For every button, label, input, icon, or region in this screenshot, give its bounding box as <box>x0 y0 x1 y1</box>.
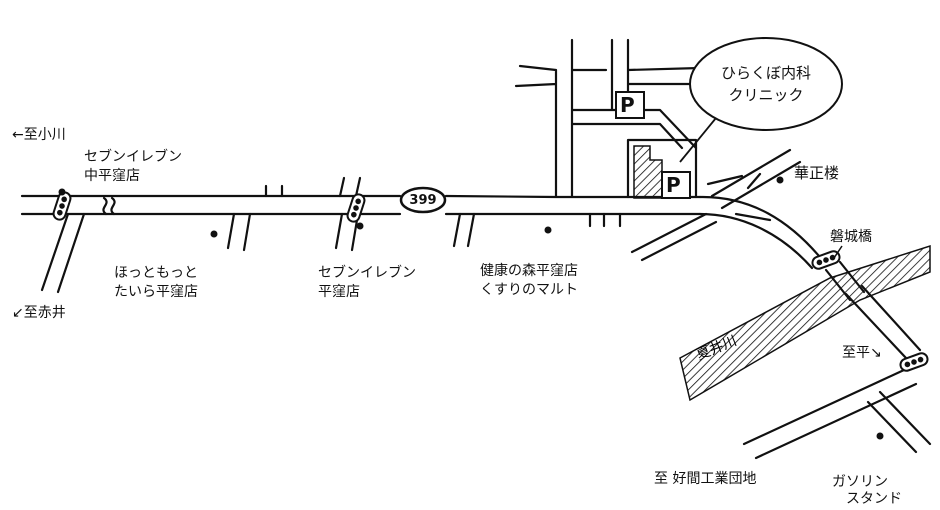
label-seven-nakahirakubo-line1: セブンイレブン <box>84 149 182 165</box>
clinic-callout-bubble <box>689 37 843 131</box>
clinic-name-line1: ひらくぼ内科 <box>720 64 811 82</box>
label-hottomotto-line2: たいら平窪店 <box>114 284 198 300</box>
label-kusuri-no-maruto-line2: くすりのマルト <box>480 282 578 298</box>
destination-ogawa: ←至小川 <box>12 127 66 143</box>
callout-pointer <box>679 117 717 163</box>
natsui-river <box>679 244 931 402</box>
hira-road <box>844 284 922 360</box>
signal-bankibashi <box>811 250 841 270</box>
destination-hira: 至平↘ <box>842 345 882 361</box>
destination-koma-industrial: 至 好間工業団地 <box>654 471 757 487</box>
southwest-branch-street <box>630 212 718 262</box>
northeast-branch-street <box>710 148 802 210</box>
clinic-callout: ひらくぼ内科 クリニック <box>690 38 842 130</box>
upper-grid-streets <box>514 38 702 198</box>
destination-akai: ↙至赤井 <box>12 305 66 321</box>
signal-hira <box>899 352 929 372</box>
hirakubo-cross-street <box>334 176 362 252</box>
label-kaseiro: 華正楼 <box>794 164 840 182</box>
parking-box-lower <box>661 171 691 199</box>
route-399-label: 399 <box>409 192 437 208</box>
signal-hirakubo <box>346 193 366 223</box>
label-seven-nakahirakubo: セブンイレブン 中平窪店 <box>84 148 182 186</box>
clinic-building <box>633 145 663 199</box>
label-hottomotto-line1: ほっともっと <box>114 265 198 281</box>
signal-nakahirakubo <box>52 191 72 221</box>
label-seven-hirakubo-line2: 平窪店 <box>318 284 360 300</box>
parking-symbol-lower: P <box>666 173 681 197</box>
bridge-approach-road <box>698 195 826 270</box>
main-road-north-edge <box>20 194 702 199</box>
label-kusuri-no-maruto-line1: 健康の森平窪店 <box>480 263 578 279</box>
akai-road <box>40 212 86 294</box>
label-seven-nakahirakubo-line2: 中平窪店 <box>84 168 140 184</box>
label-gas-station: ガソリン スタンド <box>832 474 902 508</box>
clinic-lot <box>626 138 698 199</box>
parking-box-upper <box>615 91 645 119</box>
bankibashi-leader <box>833 245 843 259</box>
label-hottomotto: ほっともっと たいら平窪店 <box>114 264 198 302</box>
dot-kaseiro <box>776 176 784 184</box>
northeast-stubs <box>706 172 772 222</box>
clinic-name-line2: クリニック <box>728 86 804 104</box>
dot-kusuri-no-maruto <box>544 226 552 234</box>
parking-symbol-upper: P <box>620 93 635 117</box>
dot-seven-nakahirakubo <box>58 188 66 196</box>
label-gas-station-line2: スタンド <box>846 491 902 507</box>
dot-gas-station <box>876 432 884 440</box>
side-street-stubs <box>226 184 622 252</box>
route-399-badge <box>399 186 447 214</box>
dot-seven-hirakubo <box>356 222 364 230</box>
dot-hottomotto <box>210 230 218 238</box>
industrial-park-road <box>742 368 918 460</box>
gas-station-road <box>866 390 932 454</box>
label-gas-station-line1: ガソリン <box>832 474 888 490</box>
label-bankibashi: 磐城橋 <box>830 229 872 245</box>
label-seven-hirakubo: セブンイレブン 平窪店 <box>318 264 416 302</box>
label-seven-hirakubo-line1: セブンイレブン <box>318 265 416 281</box>
road-break-marks <box>102 196 116 216</box>
label-kusuri-no-maruto: 健康の森平窪店 くすりのマルト <box>480 262 578 300</box>
